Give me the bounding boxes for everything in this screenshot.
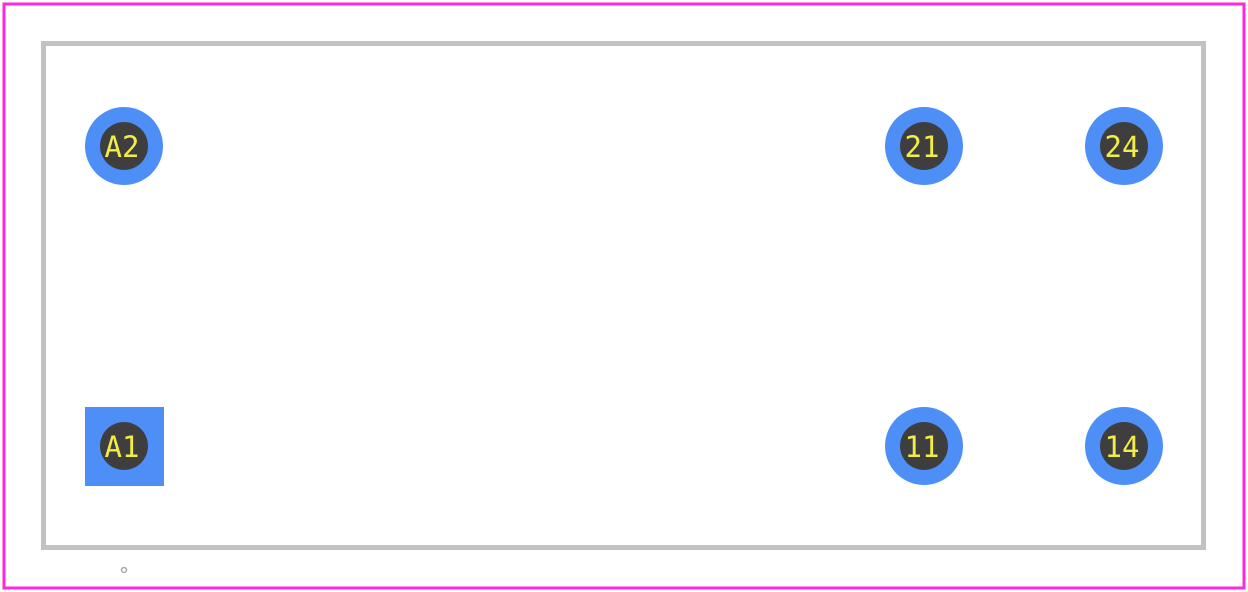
pad-a1[interactable]: A1 — [85, 407, 164, 486]
pad-a2[interactable]: A2 — [85, 107, 163, 185]
pad-14-label: 14 — [1105, 430, 1140, 464]
pad-24[interactable]: 24 — [1085, 107, 1163, 185]
pad-a1-label: A1 — [105, 430, 140, 464]
pad-14-drill — [1100, 422, 1148, 470]
pad-24-drill — [1100, 122, 1148, 170]
pad-21[interactable]: 21 — [885, 107, 963, 185]
pad-11[interactable]: 11 — [885, 407, 963, 485]
pad-11-drill — [900, 422, 948, 470]
pad-a2-label: A2 — [105, 130, 140, 164]
pad-a1-drill — [100, 422, 148, 470]
silkscreen-body-outline — [41, 41, 1206, 550]
origin-marker — [120, 566, 128, 574]
pad-a2-drill — [100, 122, 148, 170]
pad-21-drill — [900, 122, 948, 170]
pad-11-label: 11 — [905, 430, 940, 464]
pad-24-label: 24 — [1105, 130, 1140, 164]
pad-21-label: 21 — [905, 130, 940, 164]
pad-14[interactable]: 14 — [1085, 407, 1163, 485]
